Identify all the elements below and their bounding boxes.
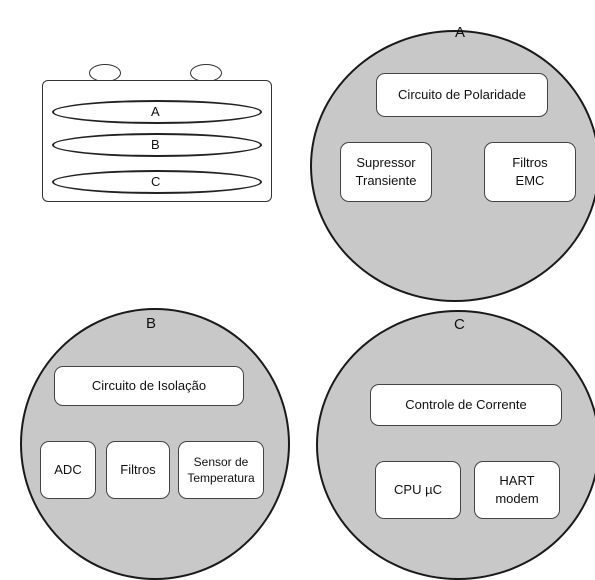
module-a-block-2: Filtros EMC <box>484 142 576 202</box>
layer-b <box>52 133 262 157</box>
module-c-circle <box>316 310 595 580</box>
module-b-block-1: ADC <box>40 441 96 499</box>
module-a-block-2-line-2: EMC <box>515 173 545 188</box>
module-a-block-1: Supressor Transiente <box>340 142 432 202</box>
module-b-block-1-line-1: ADC <box>54 462 82 478</box>
module-a-top-block: Circuito de Polaridade <box>376 73 548 117</box>
module-a-block-1-line-1: Supressor <box>356 155 416 171</box>
module-b-block-2-line-1: Filtros <box>120 462 156 478</box>
module-b-label: B <box>146 315 157 332</box>
module-b-block-3-line-2: Temperatura <box>187 471 255 485</box>
module-c-block-2-line-1: HART <box>499 473 535 489</box>
module-c-block-1-line-1: CPU µC <box>394 482 442 498</box>
module-c-block-1: CPU µC <box>375 461 461 519</box>
layer-b-label: B <box>151 137 160 152</box>
module-c-block-2: HART modem <box>474 461 560 519</box>
module-a-block-2-line-1: Filtros <box>512 155 548 171</box>
module-c-block-2-line-2: modem <box>495 491 539 506</box>
layer-c <box>52 170 262 194</box>
module-a-block-1-line-2: Transiente <box>355 173 417 188</box>
layer-a <box>52 100 262 124</box>
module-b-top-block: Circuito de Isolação <box>54 366 244 406</box>
layer-a-label: A <box>151 104 160 119</box>
module-b-block-3: Sensor de Temperatura <box>178 441 264 499</box>
module-c-label: C <box>454 316 465 333</box>
module-b-block-3-line-1: Sensor de <box>193 454 249 469</box>
module-c-top-block: Controle de Corrente <box>370 384 562 426</box>
module-b-block-2: Filtros <box>106 441 170 499</box>
module-a-label: A <box>455 24 466 41</box>
layer-c-label: C <box>151 174 161 189</box>
